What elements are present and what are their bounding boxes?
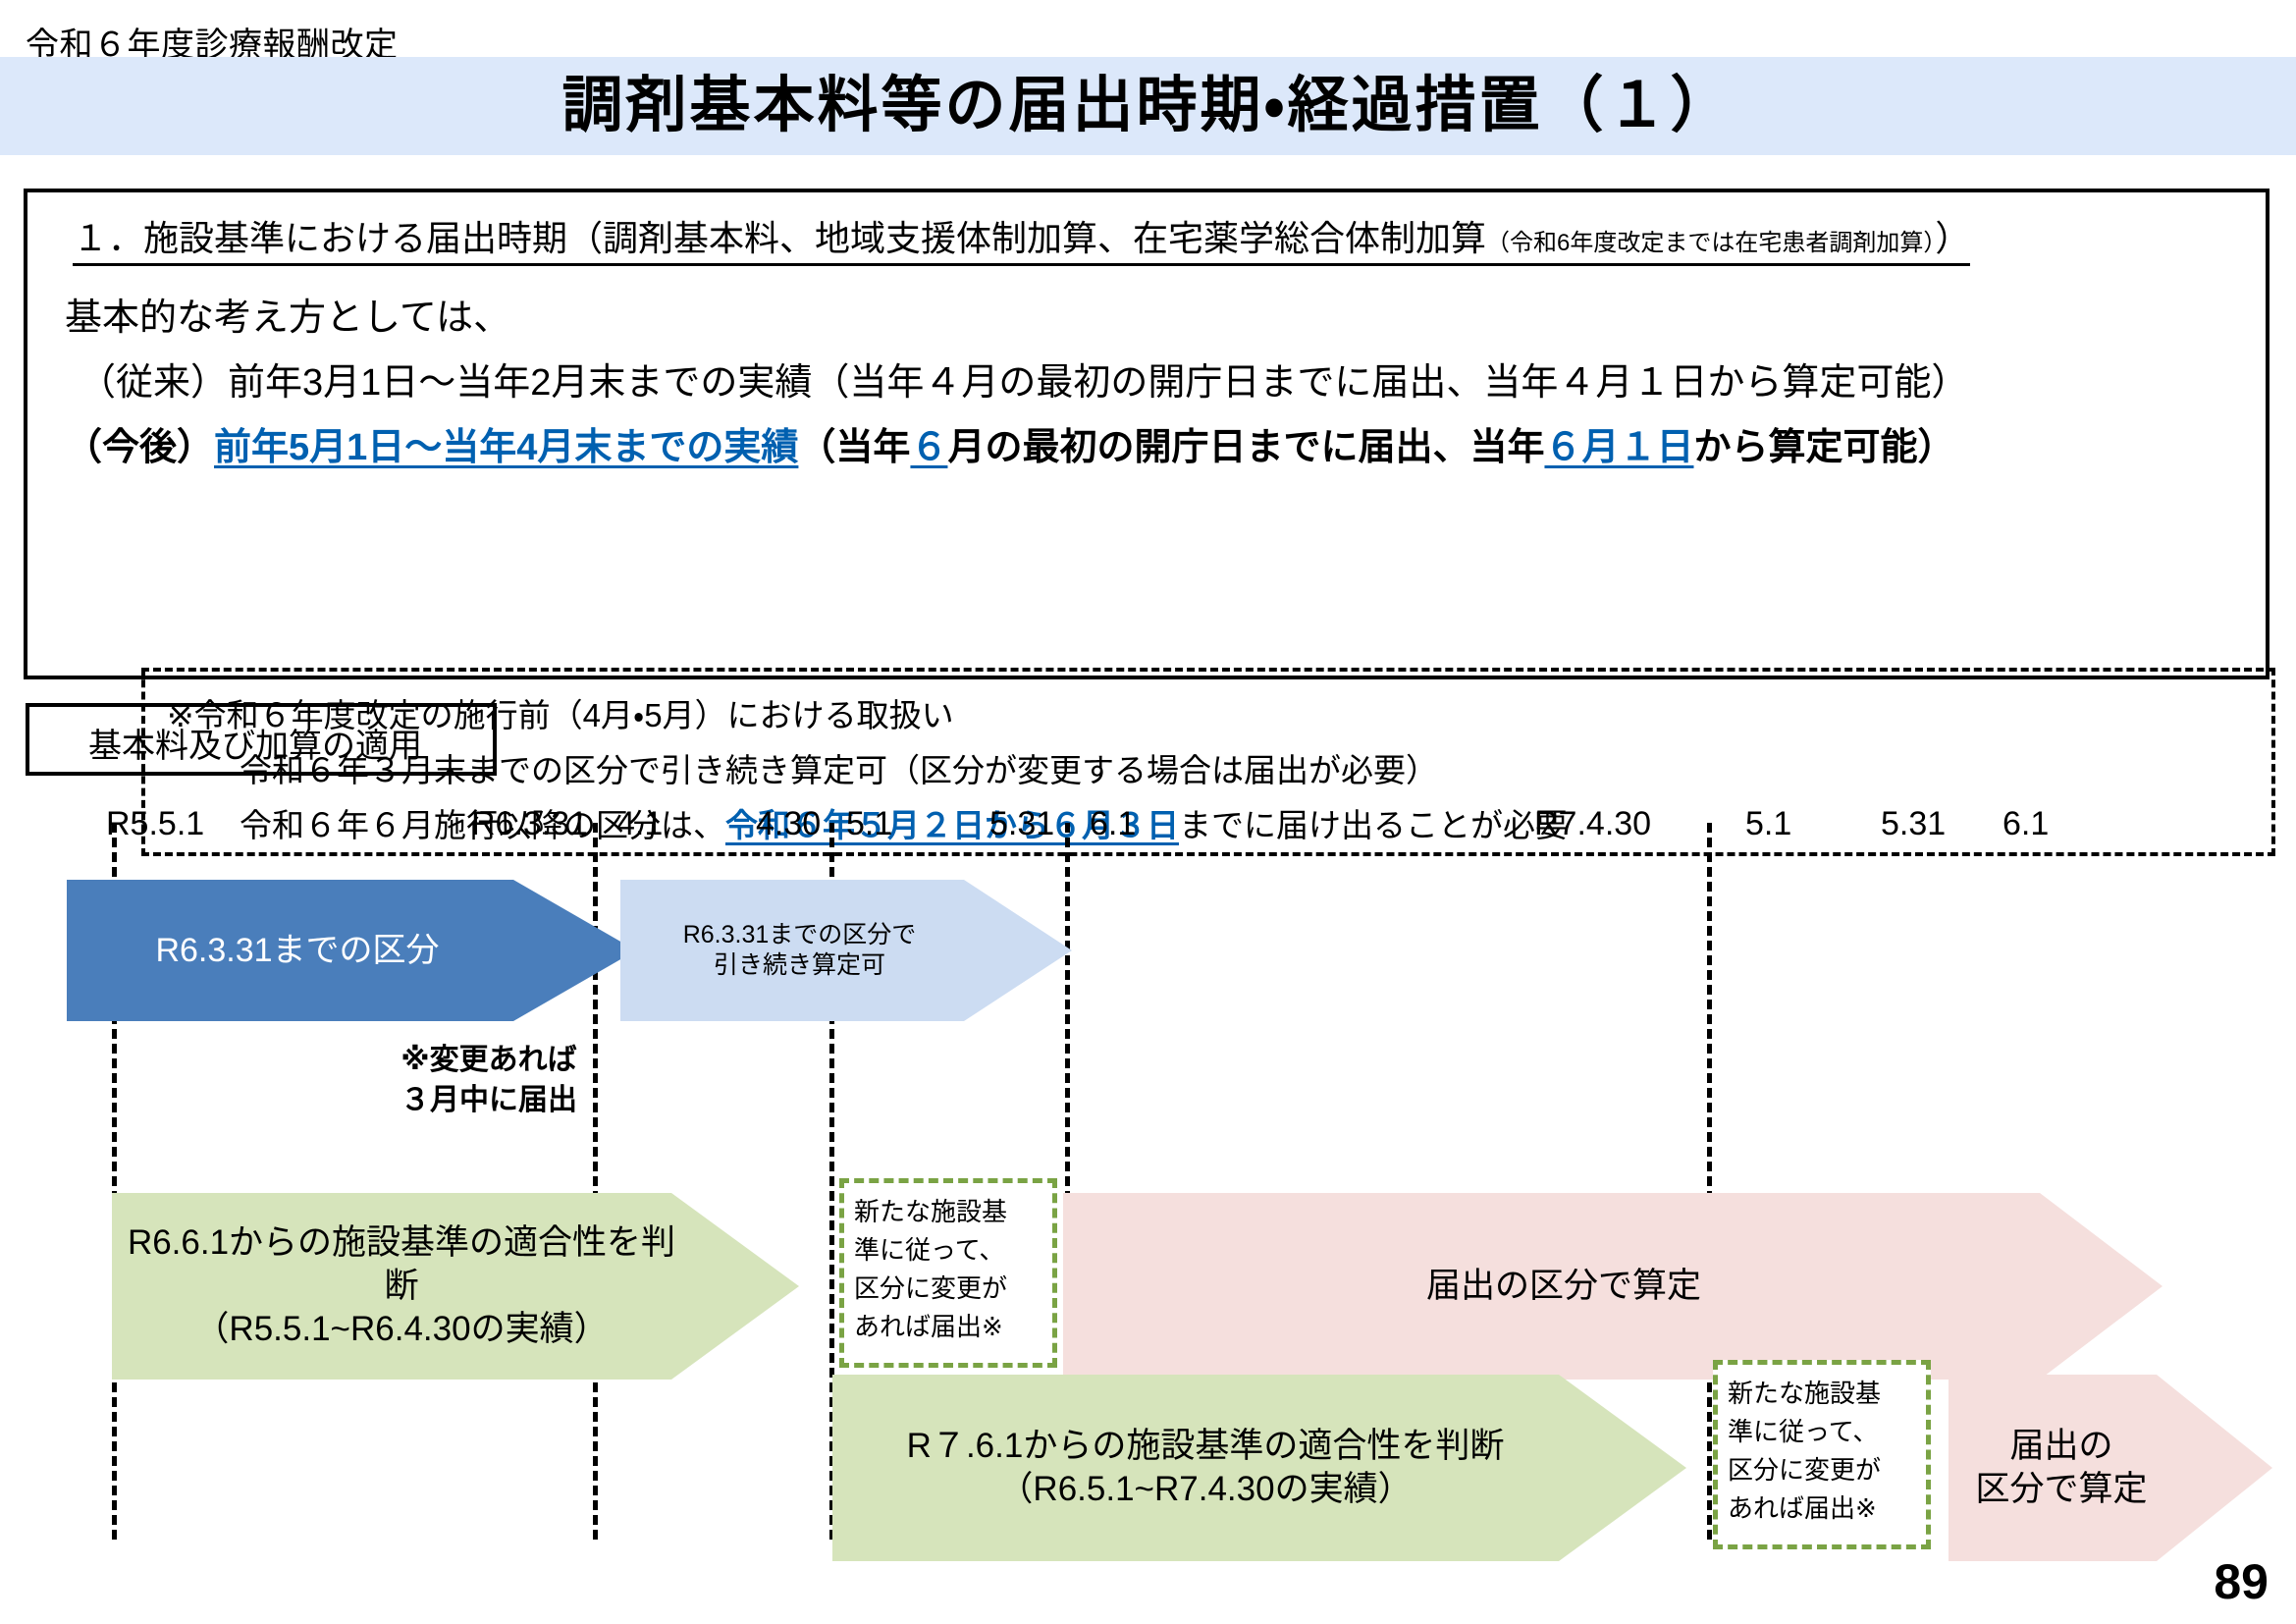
date-label: 5.1 — [1745, 805, 1792, 842]
note-march-line-2: ３月中に届出 — [400, 1083, 577, 1116]
new-rule-date-highlight: ６月１日 — [1544, 427, 1694, 468]
arrow-label-line-2: 引き続き算定可 — [713, 951, 885, 979]
note-box-line-4: あれば届出※ — [854, 1312, 1003, 1341]
arrow-shaft — [620, 880, 964, 1021]
tl-line-r7-4-30 — [1707, 823, 1712, 1540]
new-rule-text-a: （当年 — [798, 427, 911, 468]
transition-measures-box: ※令和６年度改定の施行前（4月・5月）における取扱い 令和６年３月末までの区分で… — [141, 668, 2275, 856]
note-box-line-4: あれば届出※ — [1728, 1493, 1877, 1523]
arrow-label-line-1: 届出の — [2009, 1427, 2113, 1466]
old-rule-text: 前年3月1日～当年2月末までの実績（当年４月の最初の開庁日までに届出、当年４月１… — [228, 362, 1969, 404]
transition-note-line-3: 令和６年６月施行以降の区分は、令和６年５月２日から６月３日までに届け出ることが必… — [240, 799, 1568, 846]
transition-note-line-3-post: までに届け出ることが必要 — [1179, 807, 1568, 843]
transition-note-deadline-highlight: 令和６年５月２日から６月３日 — [725, 807, 1179, 843]
note-box-line-3: 区分に変更が — [854, 1273, 1008, 1303]
arrow-shaft — [1949, 1375, 2157, 1561]
arrow-label: 届出の 区分で算定 — [1975, 1425, 2147, 1511]
arrow-calculate-by-submitted-category-bottom: 届出の 区分で算定 — [1949, 1375, 2272, 1561]
arrow-shaft — [1063, 1193, 2040, 1380]
note-box-line-1: 新たな施設基 — [1728, 1379, 1882, 1408]
section-1-box: １．施設基準における届出時期（調剤基本料、地域支援体制加算、在宅薬学総合体制加算… — [24, 189, 2275, 856]
arrow-head — [1559, 1375, 1686, 1561]
old-rule-label: （従来） — [79, 362, 229, 404]
arrow-shaft — [67, 880, 513, 1021]
tl-line-r6-6-1 — [1065, 823, 1070, 1540]
transition-note-line-2: 令和６年３月末までの区分で引き続き算定可（区分が変更する場合は届出が必要） — [240, 752, 1438, 788]
date-label: 5.31 — [989, 805, 1055, 842]
note-box-line-1: 新たな施設基 — [854, 1197, 1008, 1226]
note-box-line-2: 準に従って、 — [854, 1235, 1005, 1265]
section-1-new-rule: （今後）前年5月1日～当年4月末までの実績（当年６月の最初の開庁日までに届出、当… — [65, 416, 1955, 470]
note-march-line-1: ※変更あれば — [400, 1044, 577, 1076]
section-1-heading: １．施設基準における届出時期（調剤基本料、地域支援体制加算、在宅薬学総合体制加算… — [73, 210, 1971, 266]
date-label: 4.1 — [616, 805, 664, 842]
arrow-judge-r7-6-1: R７.6.1からの施設基準の適合性を判断 （R6.5.1~R7.4.30の実績） — [832, 1375, 1686, 1561]
arrow-label-line-1: R７.6.1からの施設基準の適合性を判断 — [906, 1427, 1505, 1466]
tl-line-r6-5-1 — [829, 823, 834, 1540]
date-label: 6.1 — [1090, 805, 1137, 842]
arrow-label-line-1: R6.3.31までの区分で — [682, 920, 917, 948]
new-rule-text-c: から算定可能） — [1693, 427, 1955, 468]
arrow-head — [671, 1193, 799, 1380]
arrow-r6-3-31-category: R6.3.31までの区分 — [67, 880, 636, 1021]
section-1-heading-note: （令和6年度改定までは在宅患者調剤加算） — [1486, 230, 1936, 256]
arrow-label: R７.6.1からの施設基準の適合性を判断 （R6.5.1~R7.4.30の実績） — [907, 1425, 1505, 1511]
arrow-label: 届出の区分で算定 — [1425, 1267, 1701, 1306]
arrow-judge-r6-6-1: R6.6.1からの施設基準の適合性を判断 （R5.5.1~R6.4.30の実績） — [112, 1193, 799, 1380]
arrow-shaft — [112, 1193, 671, 1380]
section-1-lead: 基本的な考え方としては、 — [65, 298, 511, 339]
date-label: R5.5.1 — [106, 805, 205, 842]
tl-line-r5-5-1 — [112, 823, 117, 1540]
section-1-old-rule: （従来）前年3月1日～当年2月末までの実績（当年４月の最初の開庁日までに届出、当… — [79, 352, 1968, 406]
title-band — [0, 57, 2296, 155]
new-rule-label: （今後） — [65, 427, 215, 468]
new-rule-text-b: 月の最初の開庁日までに届出、当年 — [947, 427, 1545, 468]
page-number: 89 — [2214, 1554, 2269, 1609]
arrow-head — [2157, 1375, 2272, 1561]
section-1-heading-tail: ） — [1935, 218, 1971, 258]
date-label: 6.1 — [2002, 805, 2050, 842]
section-1-heading-main: １．施設基準における届出時期（調剤基本料、地域支援体制加算、在宅薬学総合体制加算 — [73, 218, 1487, 258]
note-box-line-3: 区分に変更が — [1728, 1455, 1882, 1485]
page-title: 調剤基本料等の届出時期・経過措置（１） — [561, 72, 1735, 139]
timeline-section-tag: 基本料及び加算の適用 — [26, 703, 497, 776]
arrow-label-line-2: 区分で算定 — [1975, 1470, 2148, 1508]
tl-line-r6-3-31 — [593, 823, 598, 1540]
arrow-head — [964, 880, 1072, 1021]
arrow-label-line-2: （R6.5.1~R7.4.30の実績） — [998, 1470, 1413, 1508]
date-label: 4.30 — [756, 805, 822, 842]
date-label: 5.1 — [846, 805, 893, 842]
note-box-new-criteria-bottom: 新たな施設基 準に従って、 区分に変更が あれば届出※ — [1713, 1360, 1931, 1549]
arrow-label-line-1: R6.6.1からの施設基準の適合性を判断 — [127, 1223, 676, 1306]
new-rule-period-highlight: 前年5月1日～当年4月末までの実績 — [214, 427, 799, 468]
arrow-continue-old-category: R6.3.31までの区分で 引き続き算定可 — [620, 880, 1072, 1021]
arrow-head — [2040, 1193, 2163, 1380]
arrow-label: R6.3.31までの区分 — [155, 931, 440, 969]
arrow-shaft — [832, 1375, 1559, 1561]
note-march-submission: ※変更あれば ３月中に届出 — [371, 1041, 607, 1120]
arrow-label-line-2: （R5.5.1~R6.4.30の実績） — [194, 1309, 609, 1348]
new-rule-month-highlight: ６ — [910, 427, 948, 468]
date-label: R6.3.31 — [471, 805, 589, 842]
date-label: R7.4.30 — [1534, 805, 1652, 842]
arrow-label: R6.6.1からの施設基準の適合性を判断 （R5.5.1~R6.4.30の実績） — [112, 1221, 691, 1350]
arrow-head — [513, 880, 636, 1021]
note-box-new-criteria-top: 新たな施設基 準に従って、 区分に変更が あれば届出※ — [839, 1178, 1057, 1368]
timeline-section-tag-label: 基本料及び加算の適用 — [88, 728, 422, 765]
note-box-line-2: 準に従って、 — [1728, 1417, 1879, 1446]
transition-note-line-3-pre: 令和６年６月施行以降の区分は、 — [240, 807, 725, 843]
arrow-calculate-by-submitted-category-top: 届出の区分で算定 — [1063, 1193, 2163, 1380]
date-label: 5.31 — [1881, 805, 1947, 842]
arrow-label: R6.3.31までの区分で 引き続き算定可 — [683, 920, 917, 982]
